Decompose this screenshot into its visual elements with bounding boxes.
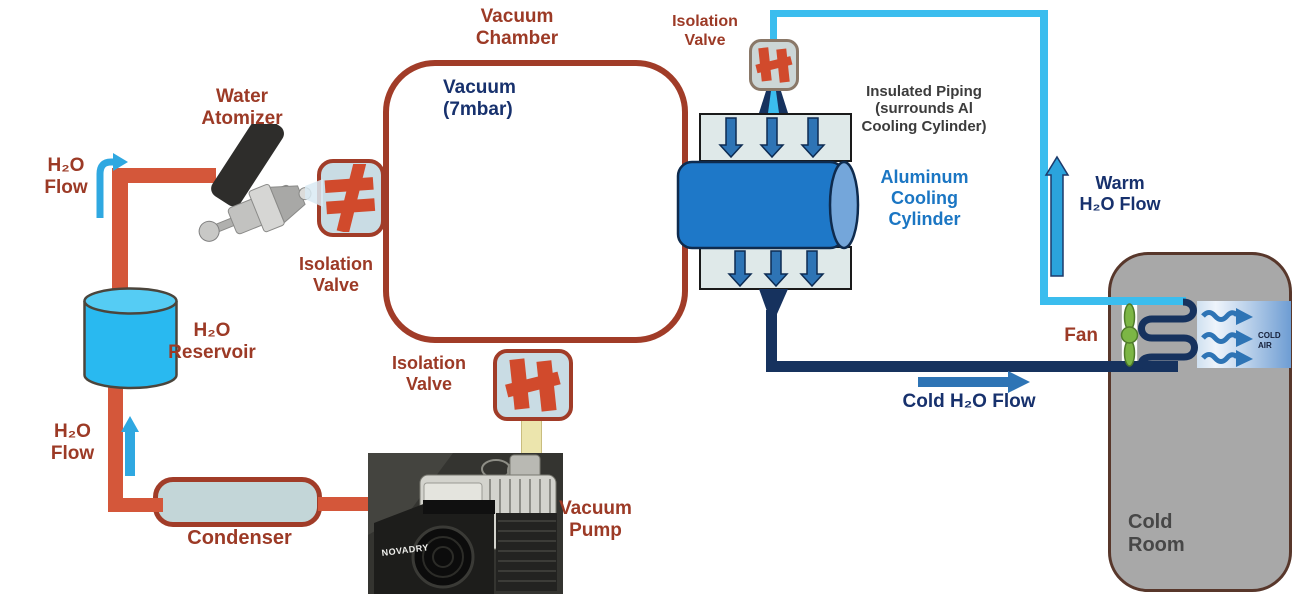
pipe-warm-into-room	[1040, 297, 1186, 305]
valve-glyph-bottom	[505, 358, 561, 412]
valve-glyph-top	[755, 47, 793, 83]
pipe-atomizer-feed-horizontal	[112, 168, 216, 183]
label-fan: Fan	[1064, 325, 1098, 346]
vacuum-chamber	[383, 60, 688, 343]
isolation-valve-left	[317, 159, 385, 237]
label-isolation-valve-bottom: Isolation Valve	[391, 353, 466, 394]
h2o-reservoir-tank	[83, 287, 178, 390]
label-h2o-flow-lower: H₂O Flow	[50, 421, 95, 465]
fan-housing	[1121, 302, 1138, 368]
label-h2o-reservoir: H₂O Reservoir	[168, 320, 256, 364]
cold-flow-arrow	[918, 371, 1030, 393]
label-condenser: Condenser	[187, 527, 292, 549]
water-atomizer-photo	[198, 124, 312, 242]
pipe-warm-right-vertical	[1040, 10, 1048, 304]
insulated-piping-top	[699, 113, 852, 162]
valve-glyph-left	[324, 164, 376, 232]
pipe-atomizer-feed-vertical	[112, 170, 128, 295]
label-vacuum-pump: Vacuum Pump	[559, 498, 632, 542]
vacuum-pump-photo: NOVADRY	[368, 453, 563, 594]
insulated-piping-bottom	[699, 246, 852, 290]
label-cold-h2o-flow: Cold H₂O Flow	[902, 391, 1036, 412]
label-warm-h2o-flow: Warm H₂O Flow	[1079, 173, 1161, 214]
label-aluminum-cooling-cylinder: Aluminum Cooling Cylinder	[880, 167, 969, 229]
label-isolation-valve-left: Isolation Valve	[298, 254, 373, 295]
isolation-valve-top	[749, 39, 799, 91]
pipe-cold-horizontal	[766, 361, 1178, 372]
pipe-to-condenser	[108, 498, 163, 512]
label-vacuum-chamber: Vacuum Chamber	[475, 6, 559, 50]
warm-flow-arrow	[1044, 155, 1070, 277]
label-cold-air: COLD AIR	[1258, 331, 1281, 351]
pipe-cold-down	[766, 310, 777, 366]
condenser	[153, 477, 322, 527]
pipe-warm-up-from-valve	[770, 10, 777, 42]
label-cold-room: Cold Room	[1128, 511, 1185, 557]
pipe-condenser-to-pump	[318, 497, 373, 511]
aluminum-cooling-cylinder	[676, 160, 860, 250]
pipe-reservoir-down	[108, 385, 123, 512]
label-h2o-flow-upper: H₂O Flow	[44, 155, 88, 199]
label-water-atomizer: Water Atomizer	[201, 86, 283, 130]
label-isolation-valve-top: Isolation Valve	[672, 13, 738, 49]
isolation-valve-bottom	[493, 349, 573, 421]
label-vacuum-level: Vacuum (7mbar)	[443, 77, 516, 121]
h2o-flow-arrow-lower	[121, 416, 139, 476]
pipe-warm-top-horizontal	[770, 10, 1048, 17]
label-insulated-piping: Insulated Piping (surrounds Al Cooling C…	[861, 83, 987, 135]
